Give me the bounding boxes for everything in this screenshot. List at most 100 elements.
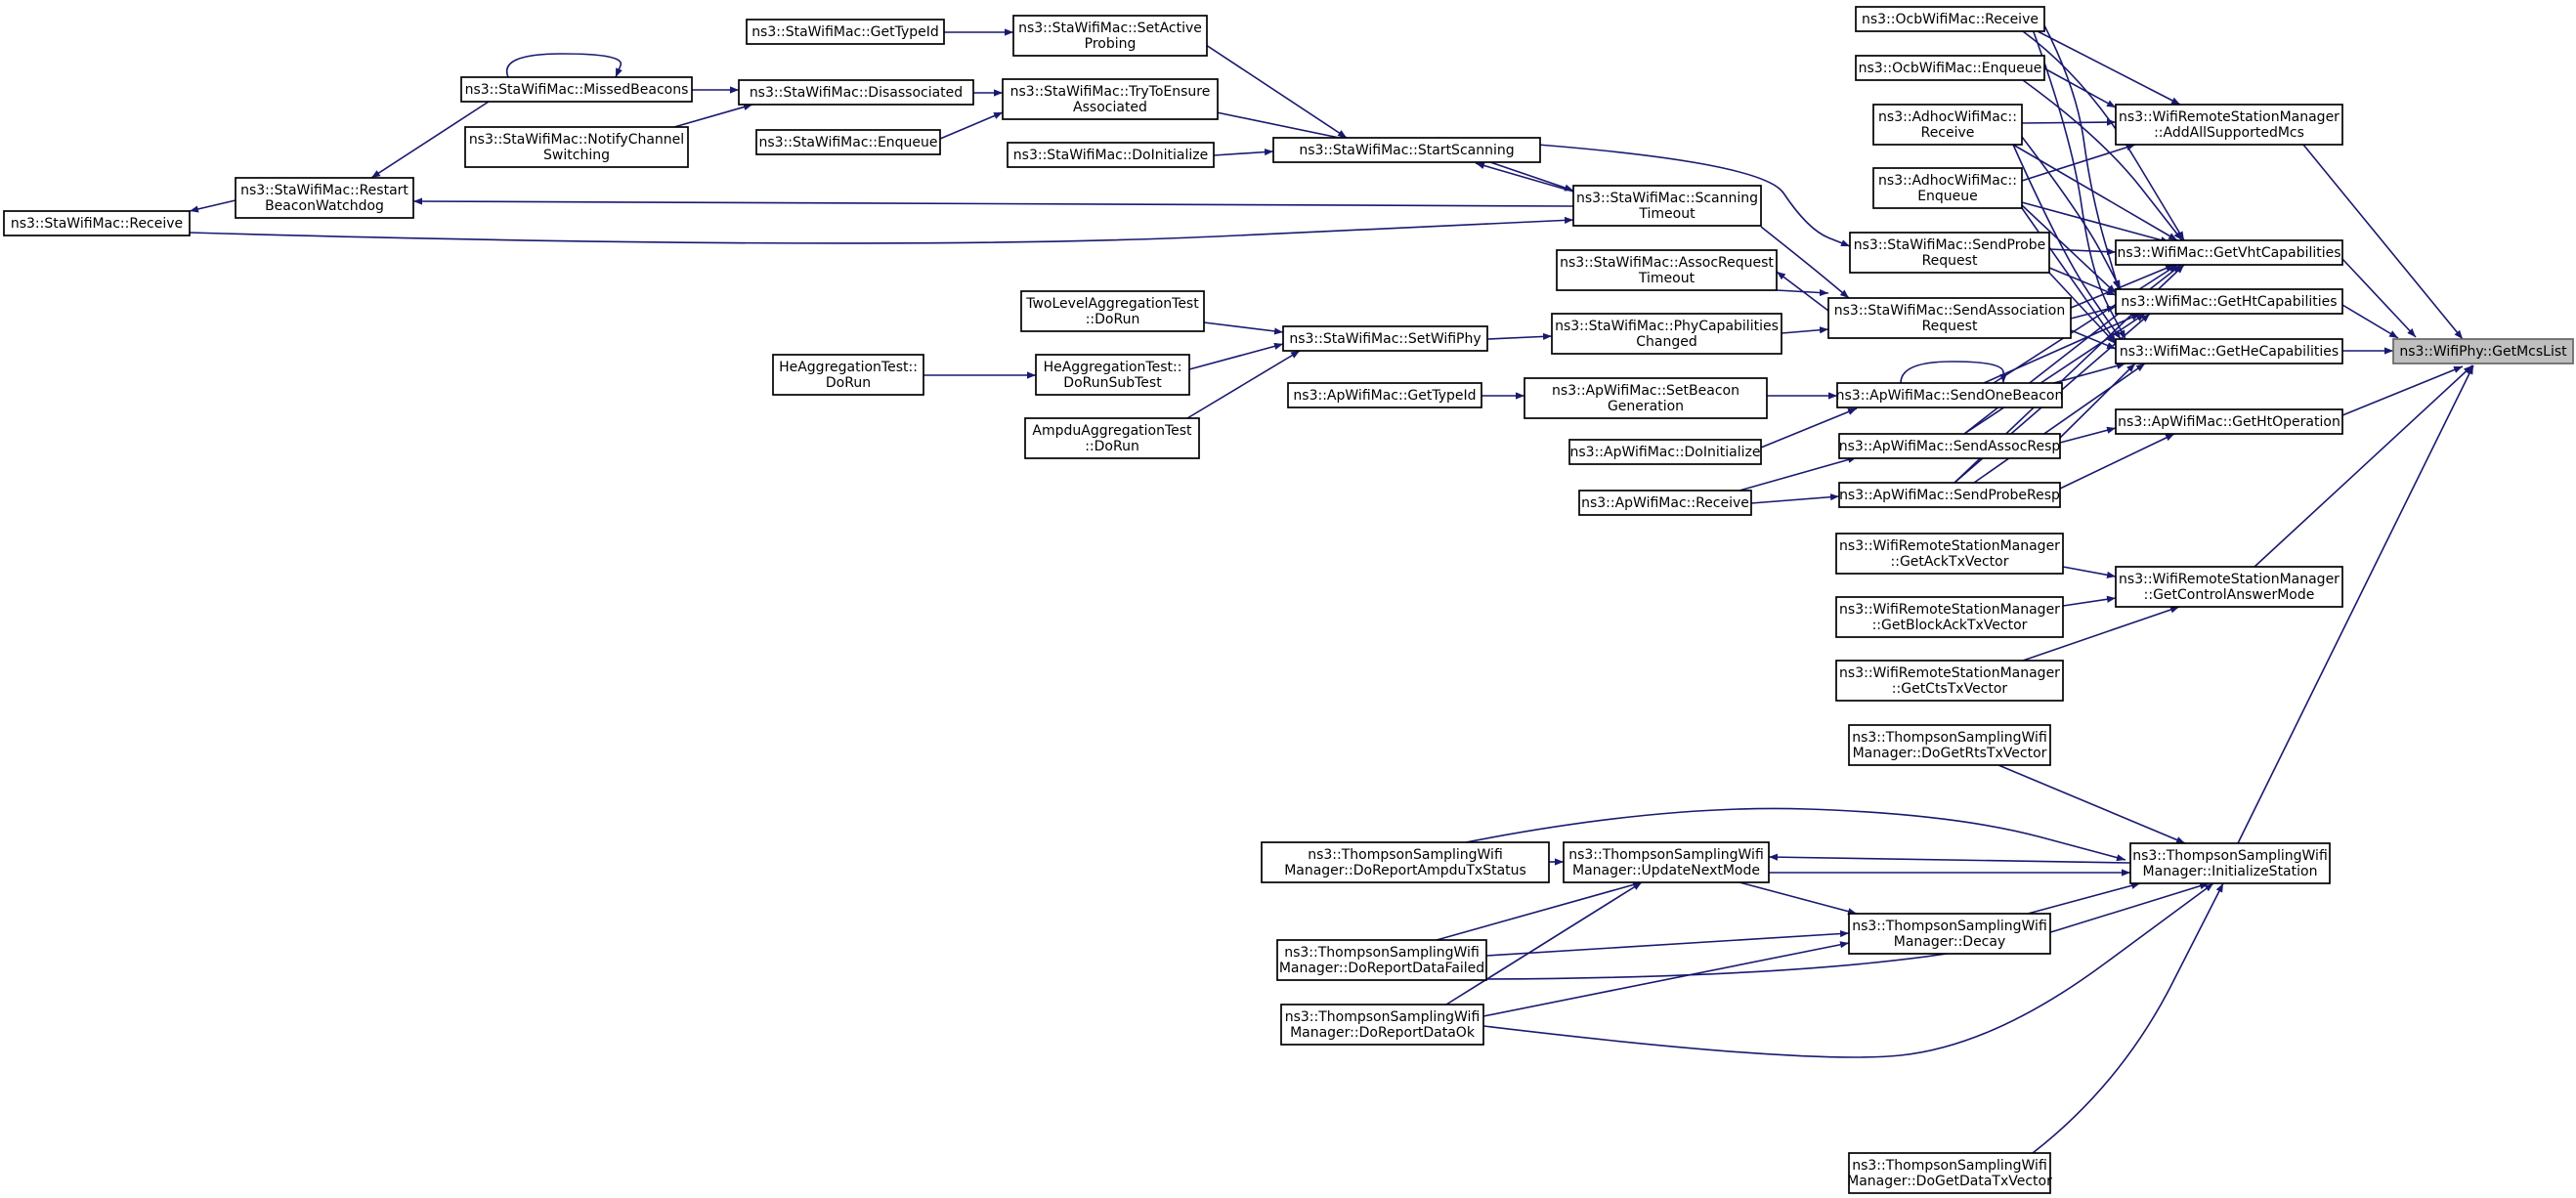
node-label: ns3::StaWifiMac::TryToEnsure — [1010, 84, 1211, 100]
edge-ap_receive-to-sendassocresp — [1739, 455, 1858, 492]
node-box — [2115, 239, 2343, 266]
node-sendproberesp[interactable]: ns3::ApWifiMac::SendProbeResp — [1838, 482, 2061, 508]
call-edges — [189, 24, 2474, 1154]
node-dogetrts[interactable]: ns3::ThompsonSamplingWifiManager::DoGetR… — [1848, 724, 2051, 766]
edge-sendprobereq-to-gethecap — [2048, 272, 2117, 345]
node-doreportok[interactable]: ns3::ThompsonSamplingWifiManager::DoRepo… — [1280, 1004, 1484, 1046]
edge-decay-to-initstation — [2027, 881, 2141, 915]
node-ap_gettypeid[interactable]: ns3::ApWifiMac::GetTypeId — [1287, 382, 1482, 408]
node-box — [1849, 232, 2050, 274]
node-sendassocresp[interactable]: ns3::ApWifiMac::SendAssocResp — [1838, 433, 2061, 459]
node-adhoc_enqueue[interactable]: ns3::AdhocWifiMac::Enqueue — [1872, 167, 2023, 209]
edge-assocreqtimeout-to-sendassocreq — [1776, 288, 1829, 297]
node-getvhtcap[interactable]: ns3::WifiMac::GetVhtCapabilities — [2115, 239, 2343, 266]
edge-missedbeacons-to-restartbeacon — [370, 101, 490, 179]
edge-sendproberesp-to-gethtop — [2059, 433, 2175, 490]
node-disassociated[interactable]: ns3::StaWifiMac::Disassociated — [738, 79, 974, 106]
edge-addallsupportedmcs-to-getmcslist — [2302, 144, 2464, 340]
node-setwifiphy[interactable]: ns3::StaWifiMac::SetWifiPhy — [1282, 325, 1488, 352]
edge-doreportok-to-updatenextmode — [1445, 881, 1643, 1005]
edge-sendprobereq-to-getvhtcap — [2048, 248, 2117, 256]
node-box — [1280, 1004, 1484, 1046]
node-box — [1524, 377, 1768, 419]
node-label: Manager::DoReportAmpduTxStatus — [1284, 863, 1526, 878]
node-label: ns3::StaWifiMac::Receive — [11, 216, 183, 232]
node-label: ns3::WifiMac::GetHeCapabilities — [2120, 344, 2339, 360]
node-box — [1007, 142, 1215, 168]
node-box — [1838, 433, 2061, 459]
node-sta_enqueue[interactable]: ns3::StaWifiMac::Enqueue — [755, 129, 941, 155]
node-ocb_enqueue[interactable]: ns3::OcbWifiMac::Enqueue — [1855, 55, 2045, 81]
node-sta_receive[interactable]: ns3::StaWifiMac::Receive — [3, 210, 191, 236]
node-sta_doinit[interactable]: ns3::StaWifiMac::DoInitialize — [1007, 142, 1215, 168]
node-gethtcap[interactable]: ns3::WifiMac::GetHtCapabilities — [2115, 288, 2343, 315]
node-getctrlanswer[interactable]: ns3::WifiRemoteStationManager::GetContro… — [2115, 566, 2343, 608]
node-box — [1872, 167, 2023, 209]
node-label: ns3::StaWifiMac::SetWifiPhy — [1289, 331, 1481, 347]
node-box — [1002, 78, 1219, 120]
node-label: Timeout — [1638, 206, 1696, 222]
node-label: ns3::ApWifiMac::SendProbeResp — [1839, 488, 2060, 503]
node-box — [3, 210, 191, 236]
node-ocb_receive[interactable]: ns3::OcbWifiMac::Receive — [1855, 6, 2045, 32]
node-he_dorunsub[interactable]: HeAggregationTest::DoRunSubTest — [1035, 354, 1190, 396]
edge-ap_doinit-to-sendonebeacon — [1760, 407, 1858, 449]
node-label: ns3::ApWifiMac::Receive — [1581, 495, 1749, 511]
node-addallsupportedmcs[interactable]: ns3::WifiRemoteStationManager::AddAllSup… — [2115, 104, 2343, 146]
node-he_dorun[interactable]: HeAggregationTest::DoRun — [772, 354, 924, 396]
node-box — [2129, 842, 2331, 884]
node-missedbeacons[interactable]: ns3::StaWifiMac::MissedBeacons — [460, 76, 693, 103]
edge-getvhtcap-to-getmcslist — [2341, 258, 2417, 338]
edge-trytoensure-to-startscanning — [1211, 110, 1350, 142]
node-label: ns3::OcbWifiMac::Enqueue — [1859, 61, 2042, 76]
node-label: ::GetBlockAckTxVector — [1872, 618, 2028, 633]
node-label: ns3::StaWifiMac::StartScanning — [1299, 143, 1514, 158]
edge-ocb_receive-to-gethecap — [2032, 28, 2126, 340]
node-box — [1855, 6, 2045, 32]
node-label: ns3::StaWifiMac::AssocRequest — [1560, 255, 1774, 271]
node-sendonebeacon[interactable]: ns3::ApWifiMac::SendOneBeacon — [1836, 382, 2064, 408]
node-gethecap[interactable]: ns3::WifiMac::GetHeCapabilities — [2115, 338, 2343, 364]
edge-sendassocresp-to-gethtop — [2059, 426, 2117, 444]
node-getblockacktx[interactable]: ns3::WifiRemoteStationManager::GetBlockA… — [1835, 596, 2064, 638]
node-doreportampdu[interactable]: ns3::ThompsonSamplingWifiManager::DoRepo… — [1261, 841, 1550, 883]
node-ap_doinit[interactable]: ns3::ApWifiMac::DoInitialize — [1568, 439, 1762, 465]
node-updatenextmode[interactable]: ns3::ThompsonSamplingWifiManager::Update… — [1563, 841, 1770, 883]
node-getctstx[interactable]: ns3::WifiRemoteStationManager::GetCtsTxV… — [1835, 660, 2064, 702]
node-ampdu_dorun[interactable]: AmpduAggregationTest::DoRun — [1024, 417, 1200, 459]
node-sta_gettypeid[interactable]: ns3::StaWifiMac::GetTypeId — [746, 19, 945, 45]
node-ap_receive[interactable]: ns3::ApWifiMac::Receive — [1578, 490, 1752, 516]
node-adhoc_receive[interactable]: ns3::AdhocWifiMac::Receive — [1872, 104, 2023, 146]
node-dogetdata[interactable]: ns3::ThompsonSamplingWifiManager::DoGetD… — [1847, 1152, 2052, 1194]
node-label: ::GetControlAnswerMode — [2144, 587, 2315, 603]
node-twolevel[interactable]: TwoLevelAggregationTest::DoRun — [1020, 290, 1205, 332]
edge-doreportfailed-to-initstation — [1485, 882, 2210, 980]
node-gethtop[interactable]: ns3::ApWifiMac::GetHtOperation — [2115, 408, 2343, 435]
node-label: Request — [1922, 253, 1978, 269]
node-label: ns3::StaWifiMac::SendAssociation — [1834, 303, 2065, 319]
node-startscanning[interactable]: ns3::StaWifiMac::StartScanning — [1272, 137, 1541, 163]
node-box — [460, 76, 693, 103]
node-getmcslist[interactable]: ns3::WifiPhy::GetMcsList — [2392, 338, 2574, 364]
node-label: ns3::StaWifiMac::SendProbe — [1854, 237, 2045, 253]
node-doreportfailed[interactable]: ns3::ThompsonSamplingWifiManager::DoRepo… — [1276, 939, 1487, 981]
edge-ap_receive-to-sendproberesp — [1750, 493, 1840, 504]
node-box — [746, 19, 945, 45]
node-getacktx[interactable]: ns3::WifiRemoteStationManager::GetAckTxV… — [1835, 533, 2064, 575]
node-box — [1848, 913, 2051, 955]
edge-doreportok-to-initstation — [1482, 882, 2214, 1058]
node-initstation[interactable]: ns3::ThompsonSamplingWifiManager::Initia… — [2129, 842, 2331, 884]
node-box — [1551, 313, 1782, 355]
